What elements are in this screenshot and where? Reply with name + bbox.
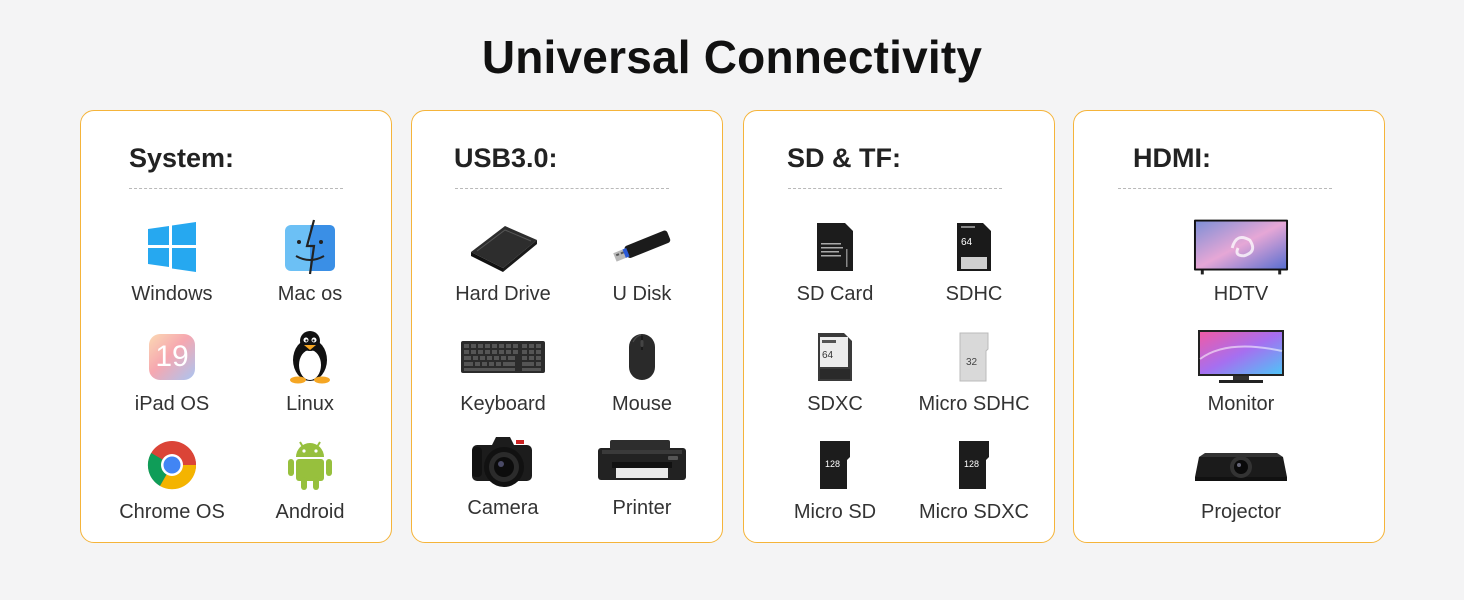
divider — [129, 188, 343, 189]
item-label: Keyboard — [460, 393, 546, 415]
item-mac-os: Mac os — [240, 217, 380, 312]
item-keyboard: Keyboard — [433, 327, 573, 422]
card-sd-tf: SD & TF: SD Card 64 — [743, 110, 1055, 543]
item-label: Micro SDXC — [918, 501, 1029, 523]
item-projector: Projector — [1171, 435, 1311, 530]
sd-card-icon — [787, 217, 883, 277]
item-hdtv: HDTV — [1171, 217, 1311, 312]
item-label: Micro SD — [793, 501, 877, 523]
item-label: SD Card — [796, 283, 874, 305]
card-capacity: 128 — [964, 459, 980, 469]
item-label: iPad OS — [134, 393, 210, 415]
sdhc-card-icon: 64 — [926, 217, 1022, 277]
item-label: Linux — [286, 393, 334, 415]
item-micro-sdhc: 32 Micro SDHC — [904, 327, 1044, 422]
item-android: Android — [240, 435, 380, 530]
item-monitor: Monitor — [1171, 327, 1311, 422]
item-camera: Camera — [433, 431, 573, 526]
item-label: U Disk — [612, 283, 672, 305]
micro-sdhc-card-icon: 32 — [926, 327, 1022, 387]
linux-penguin-icon — [262, 327, 358, 387]
item-printer: Printer — [572, 431, 712, 526]
item-linux: Linux — [240, 327, 380, 422]
item-label: Printer — [612, 497, 672, 519]
sdxc-card-icon: 64 — [787, 327, 883, 387]
item-label: Windows — [131, 283, 213, 305]
card-capacity: 64 — [961, 237, 973, 248]
card-hdmi: HDMI: HDTV — [1073, 110, 1385, 543]
item-mouse: Mouse — [572, 327, 712, 422]
card-title: SD & TF: — [787, 143, 901, 173]
item-label: SDXC — [807, 393, 863, 415]
card-title: HDMI: — [1133, 143, 1211, 173]
micro-sd-card-icon: 128 — [787, 435, 883, 495]
card-capacity: 128 — [825, 459, 841, 469]
hard-drive-icon — [455, 217, 551, 277]
keyboard-icon — [455, 327, 551, 387]
item-micro-sd: 128 Micro SD — [765, 435, 905, 530]
item-label: Projector — [1200, 501, 1282, 523]
item-label: Camera — [467, 497, 539, 519]
item-label: Monitor — [1207, 393, 1275, 415]
item-label: Mouse — [611, 393, 673, 415]
divider — [1118, 188, 1332, 189]
item-sdxc: 64 SDXC — [765, 327, 905, 422]
item-label: Hard Drive — [455, 283, 551, 305]
item-chrome-os: Chrome OS — [102, 435, 242, 530]
card-usb: USB3.0: Hard Drive U — [411, 110, 723, 543]
hdtv-icon — [1193, 217, 1289, 277]
windows-icon — [124, 217, 220, 277]
item-u-disk: U Disk — [572, 217, 712, 312]
camera-icon — [455, 431, 551, 491]
item-ipad-os: 19 iPad OS — [102, 327, 242, 422]
ipados-icon: 19 — [124, 327, 220, 387]
page-title: Universal Connectivity — [481, 31, 983, 83]
ipados-icon-number: 19 — [155, 340, 189, 373]
divider — [455, 188, 669, 189]
item-label: Micro SDHC — [918, 393, 1030, 415]
printer-icon — [594, 431, 690, 491]
item-label: Chrome OS — [119, 501, 225, 523]
item-label: Mac os — [277, 283, 343, 305]
card-capacity: 32 — [966, 357, 978, 368]
projector-icon — [1193, 435, 1289, 495]
usb-stick-icon — [594, 217, 690, 277]
item-label: HDTV — [1213, 283, 1269, 305]
item-windows: Windows — [102, 217, 242, 312]
mouse-icon — [594, 327, 690, 387]
android-icon — [262, 435, 358, 495]
chrome-icon — [124, 435, 220, 495]
card-system: System: Windows Mac os — [80, 110, 392, 543]
mac-finder-icon — [262, 217, 358, 277]
item-sd-card: SD Card — [765, 217, 905, 312]
card-title: USB3.0: — [454, 143, 558, 173]
item-sdhc: 64 SDHC — [904, 217, 1044, 312]
monitor-icon — [1193, 327, 1289, 387]
item-micro-sdxc: 128 Micro SDXC — [904, 435, 1044, 530]
divider — [788, 188, 1002, 189]
card-title: System: — [129, 143, 235, 173]
micro-sdxc-card-icon: 128 — [926, 435, 1022, 495]
card-capacity: 64 — [822, 350, 834, 361]
item-label: Android — [275, 501, 345, 523]
item-label: SDHC — [945, 283, 1003, 305]
item-hard-drive: Hard Drive — [433, 217, 573, 312]
